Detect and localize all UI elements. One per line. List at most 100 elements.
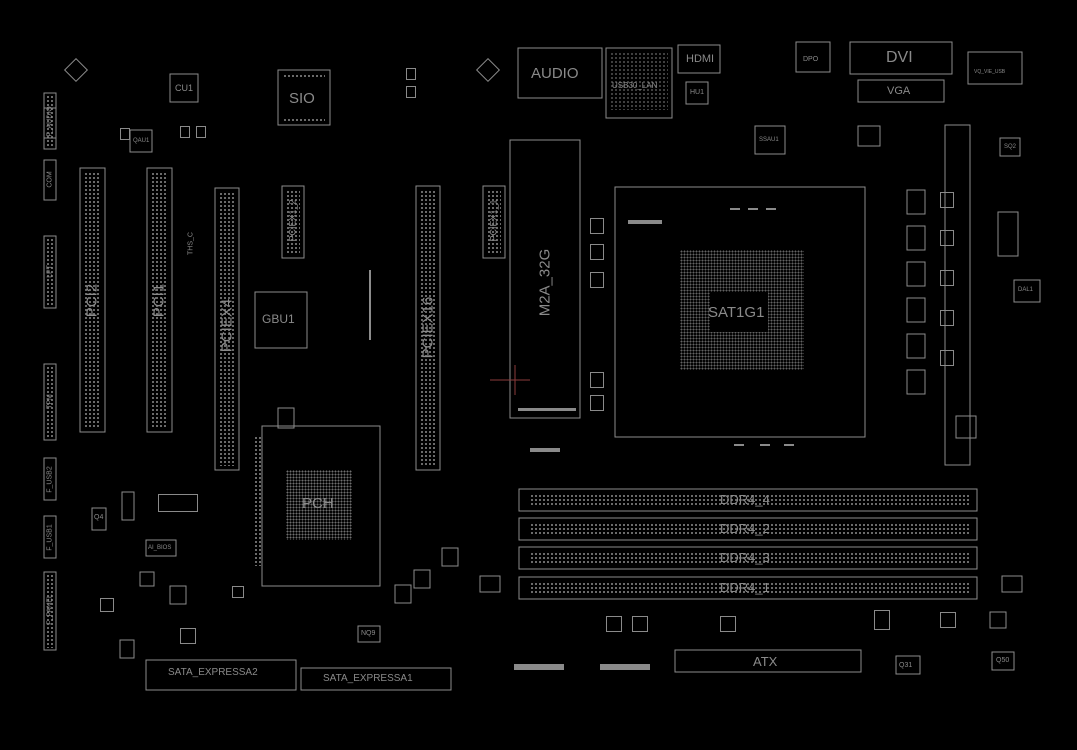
mark-4 bbox=[734, 444, 744, 446]
comp-9 bbox=[940, 310, 954, 326]
chip-small-6 bbox=[119, 639, 135, 659]
mark-11 bbox=[518, 408, 576, 411]
pciex1-2-slot-outline bbox=[281, 185, 305, 259]
comp-16 bbox=[158, 494, 198, 512]
comp-21 bbox=[940, 612, 956, 628]
comp-15 bbox=[406, 86, 416, 98]
cpu-center-gap bbox=[710, 292, 768, 332]
pciex16-label: PCIEX16 bbox=[419, 296, 437, 359]
usb-rear-outline bbox=[967, 51, 1023, 85]
pci1-slot-outline bbox=[146, 167, 173, 433]
chip-small-9 bbox=[479, 575, 501, 593]
ddr4-3-slot-outline bbox=[518, 546, 978, 570]
comp-22 bbox=[180, 628, 196, 644]
cpu-label: SAT1G1 bbox=[708, 304, 765, 321]
comp-6 bbox=[940, 192, 954, 208]
sata-expressa2-outline bbox=[145, 659, 297, 691]
ssau1-label: SSAU1 bbox=[759, 137, 779, 143]
chip-small-8 bbox=[139, 571, 155, 587]
pch-ball-array bbox=[286, 470, 352, 540]
sata-expressa1-label: SATA_EXPRESSA1 bbox=[323, 673, 413, 684]
ddr4-4-label: DDR4_4 bbox=[720, 492, 770, 507]
pch-side-pins bbox=[254, 436, 262, 566]
comp-20 bbox=[874, 610, 890, 630]
pci2-pins bbox=[84, 172, 101, 428]
gbu1-chip-outline bbox=[254, 291, 308, 349]
comp-7 bbox=[940, 230, 954, 246]
hu1-chip-outline bbox=[685, 81, 709, 105]
dal1-label: DAL1 bbox=[1018, 287, 1034, 293]
ddr4-2-pins bbox=[530, 523, 970, 535]
mark-7 bbox=[628, 220, 662, 224]
vga-port-outline bbox=[857, 79, 945, 103]
mark-10 bbox=[600, 664, 650, 670]
ssau1-chip-outline bbox=[754, 125, 786, 155]
ddr4-3-pins bbox=[530, 552, 970, 564]
dpo-label: DPO bbox=[803, 56, 819, 63]
sio-pins-top bbox=[283, 74, 325, 78]
audio-label: AUDIO bbox=[531, 65, 579, 82]
comp-10 bbox=[940, 350, 954, 366]
nq9-label: NQ9 bbox=[361, 630, 376, 637]
q31-label: Q31 bbox=[899, 662, 913, 669]
pciex1-2-label: PCIEX1_2 bbox=[287, 199, 298, 242]
comp-18 bbox=[632, 616, 648, 632]
q50-label: Q50 bbox=[996, 657, 1010, 664]
ai-bios-label: AI_BIOS bbox=[148, 545, 172, 551]
vrm-choke-2 bbox=[906, 225, 926, 251]
vrm-choke-4 bbox=[906, 297, 926, 323]
atx-connector-outline bbox=[674, 649, 862, 673]
m2-slot-outline bbox=[509, 139, 581, 419]
q4-label: Q4 bbox=[94, 514, 104, 521]
chip-small-3 bbox=[441, 547, 459, 567]
comp-1 bbox=[590, 218, 604, 234]
pciex1-2-pins bbox=[286, 190, 300, 254]
pci1-pins bbox=[151, 172, 168, 428]
chip-small-5 bbox=[394, 584, 412, 604]
f-usb2-label: F_USB2 bbox=[46, 466, 54, 493]
pci1-label: PCI1 bbox=[150, 283, 168, 318]
m2a-label: M2A_32G bbox=[536, 248, 554, 317]
pciex1-1-label: PCIEX1_1 bbox=[488, 199, 499, 242]
nq9-outline bbox=[357, 625, 381, 643]
ths-c-label: THS_C bbox=[187, 232, 195, 255]
com-label: COM bbox=[46, 171, 54, 188]
cu1-chip-outline bbox=[169, 73, 199, 103]
comp-4 bbox=[590, 372, 604, 388]
usb-lan-outline bbox=[605, 47, 673, 119]
sio-chip-outline bbox=[277, 69, 331, 126]
sio-pins-bottom bbox=[283, 118, 325, 122]
pciex4-label: PCIEX4 bbox=[218, 298, 236, 353]
chip-small-10 bbox=[989, 611, 1007, 629]
hu1-label: HU1 bbox=[690, 89, 705, 96]
ddr4-1-label: DDR4_1 bbox=[720, 580, 770, 595]
q31-outline bbox=[895, 655, 921, 675]
ai-bios-outline bbox=[145, 539, 177, 557]
lpt-label: LPT bbox=[46, 265, 54, 278]
pciex16-pins bbox=[420, 190, 436, 466]
dvi-port-outline bbox=[849, 41, 953, 75]
vq-usb-label: VQ_VIE_USB bbox=[974, 69, 1006, 75]
dal1-outline bbox=[1013, 279, 1041, 303]
ddr4-2-label: DDR4_2 bbox=[720, 521, 770, 536]
sio-label: SIO bbox=[289, 90, 315, 107]
pciex4-pins bbox=[219, 192, 235, 466]
vrm-column-outline bbox=[944, 124, 971, 466]
vrm-choke-5 bbox=[906, 333, 926, 359]
mark-1 bbox=[730, 208, 740, 210]
comp-2 bbox=[590, 244, 604, 260]
mark-9 bbox=[514, 664, 564, 670]
pciex4-slot-outline bbox=[214, 187, 240, 471]
chip-small-12 bbox=[857, 125, 881, 147]
mark-8 bbox=[530, 448, 560, 452]
pch-region-outline bbox=[261, 425, 381, 587]
ddr4-1-pins bbox=[530, 582, 970, 594]
comp-14 bbox=[406, 68, 416, 80]
ddr4-4-slot-outline bbox=[518, 488, 978, 512]
usb30-lan-label: USB30_LAN bbox=[612, 81, 658, 90]
lpt-header-outline bbox=[43, 235, 57, 309]
dp-port-outline bbox=[795, 41, 831, 73]
ddr4-2-slot-outline bbox=[518, 517, 978, 541]
